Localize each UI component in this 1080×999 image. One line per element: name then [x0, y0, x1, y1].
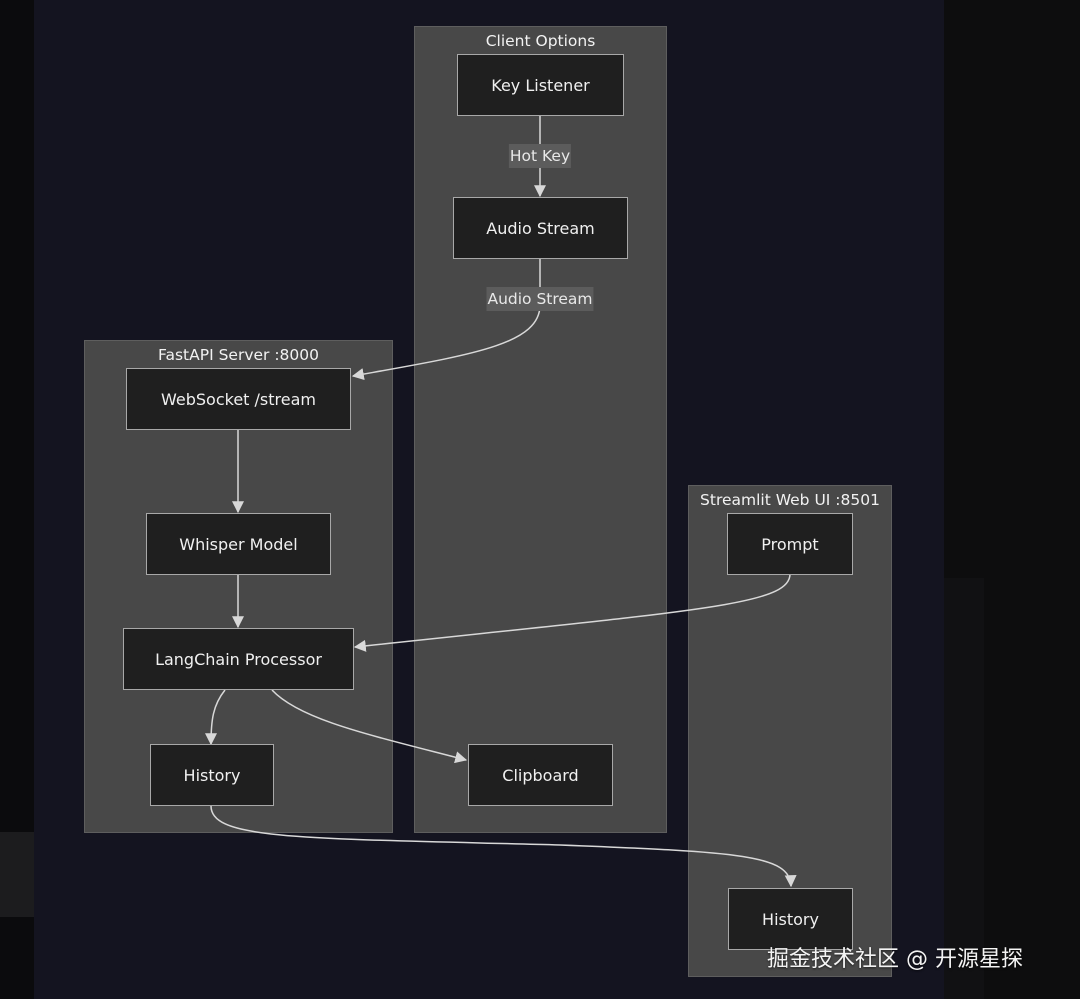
node-clipboard[interactable]: Clipboard: [468, 744, 613, 806]
node-langchain-processor[interactable]: LangChain Processor: [123, 628, 354, 690]
edge-prompt-langchain: [353, 573, 791, 652]
node-prompt[interactable]: Prompt: [727, 513, 853, 575]
background-right-panel: [944, 578, 984, 999]
edge-label-audio-stream: Audio Stream: [486, 287, 594, 311]
edge-history-history: [210, 805, 797, 888]
edge-label-hot-key: Hot Key: [508, 144, 572, 168]
edge-audiostream-websocket: [351, 258, 541, 380]
node-history-server[interactable]: History: [150, 744, 274, 806]
background-block: [0, 832, 34, 917]
node-whisper-model[interactable]: Whisper Model: [146, 513, 331, 575]
cluster-title: FastAPI Server :8000: [157, 346, 320, 364]
edge-langchain-history: [205, 689, 226, 746]
node-websocket-stream[interactable]: WebSocket /stream: [126, 368, 351, 430]
cluster-title: Client Options: [485, 32, 596, 50]
watermark-text: 掘金技术社区 @ 开源星探: [767, 947, 1023, 972]
cluster-title: Streamlit Web UI :8501: [700, 491, 880, 509]
edge-langchain-clipboard: [271, 689, 468, 764]
node-key-listener[interactable]: Key Listener: [457, 54, 624, 116]
node-audio-stream[interactable]: Audio Stream: [453, 197, 628, 259]
node-history-ui[interactable]: History: [728, 888, 853, 950]
